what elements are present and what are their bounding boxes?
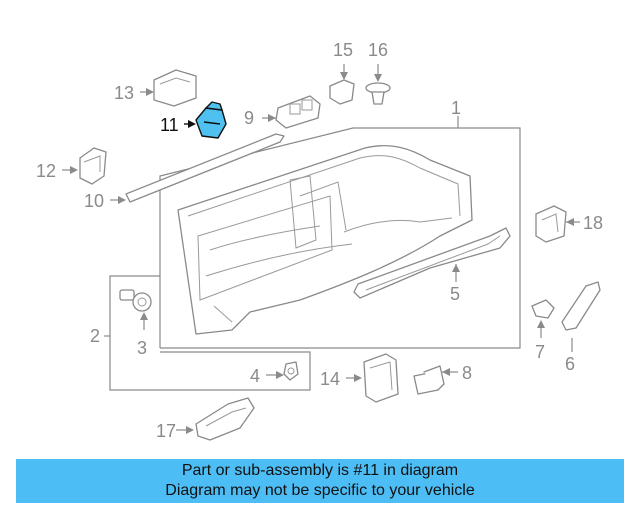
handle-part-17 [176, 397, 255, 441]
window-switch-part-9 [262, 95, 321, 129]
banner-part-note: Part or sub-assembly is #11 in diagram [181, 462, 459, 479]
push-pin-part-4 [266, 361, 299, 381]
highlighted-part-11 [184, 101, 227, 139]
switch-part-13 [140, 69, 197, 107]
callout-14: 14 [320, 369, 340, 389]
callout-5: 5 [450, 284, 460, 304]
fastener-part-16 [365, 64, 391, 105]
bracket-part-15 [329, 64, 355, 105]
door-panel-assembly [159, 116, 521, 349]
callout-1: 1 [451, 98, 461, 118]
callout-4: 4 [250, 366, 260, 386]
module-part-18 [535, 205, 580, 243]
callout-15: 15 [333, 40, 353, 60]
callout-2: 2 [90, 326, 100, 346]
callout-8: 8 [462, 363, 472, 383]
callout-16: 16 [368, 40, 388, 60]
callout-11: 11 [160, 115, 179, 135]
callout-9: 9 [244, 108, 254, 128]
clip-part-3 [119, 289, 152, 330]
switch-part-12 [62, 147, 107, 185]
callout-7: 7 [535, 342, 545, 362]
sub-assembly-frame [104, 275, 311, 391]
weatherstrip-part-10 [110, 133, 285, 204]
callout-3: 3 [137, 338, 147, 358]
info-banner: Part or sub-assembly is #11 in diagram D… [16, 459, 624, 503]
switch-part-14 [346, 353, 399, 403]
callout-18: 18 [583, 213, 603, 233]
exploded-parts-diagram: 1 2 3 4 5 6 7 [36, 40, 603, 441]
trim-piece-part-6 [561, 281, 601, 352]
callout-13: 13 [114, 83, 134, 103]
switch-part-8 [413, 365, 458, 395]
clip-part-7 [531, 299, 555, 338]
callout-6: 6 [565, 354, 575, 374]
callout-10: 10 [84, 191, 104, 211]
trim-strip-part-5 [353, 227, 511, 299]
banner-disclaimer: Diagram may not be specific to your vehi… [165, 482, 475, 499]
callout-17: 17 [156, 421, 176, 441]
callout-12: 12 [36, 161, 56, 181]
